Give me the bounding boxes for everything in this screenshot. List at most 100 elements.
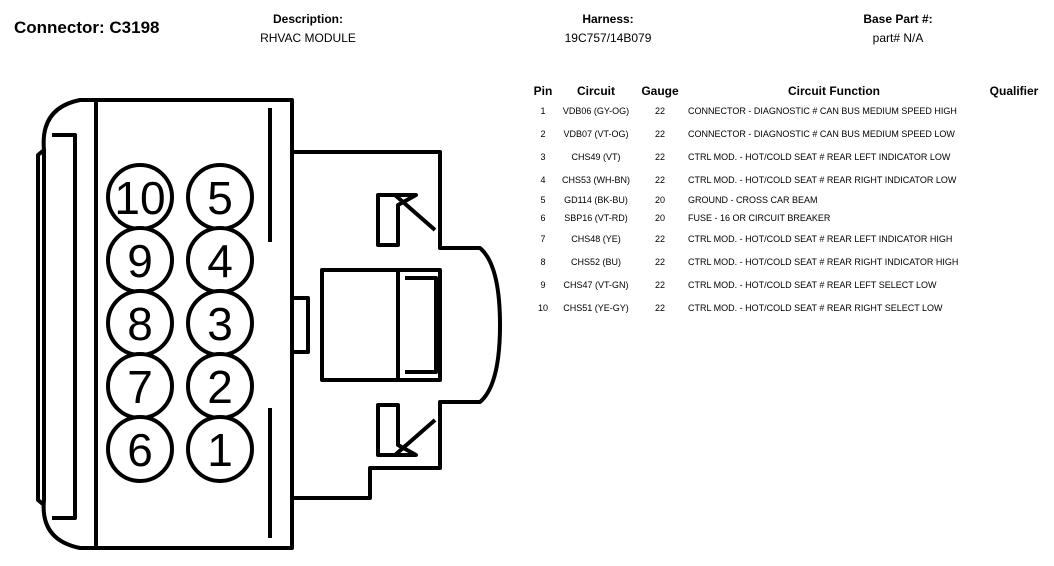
qualifier-cell (984, 296, 1044, 319)
pin-number-label: 10 (114, 172, 165, 224)
pin-cell: 8 (540, 256, 546, 267)
description-value: RHVAC MODULE (260, 31, 356, 45)
upper-latch-notch (376, 193, 418, 247)
pin-number-label: 7 (127, 361, 153, 413)
gauge-cell: 22 (654, 233, 665, 244)
table-row: 10 CHS51 (YE-GY) 22 CTRL MOD. - HOT/COLD SE… (530, 296, 1044, 319)
harness-label: Harness: (582, 12, 634, 26)
pin-cell: 1 (540, 105, 546, 116)
pin-cell: 3 (540, 151, 546, 162)
column-header-qualifier: Qualifier (989, 84, 1039, 98)
gauge-cell: 22 (654, 105, 665, 116)
tab-insert (405, 276, 438, 374)
gauge-cell: 22 (654, 302, 665, 313)
base-part-value: part# N/A (872, 31, 924, 45)
pin-number-label: 8 (127, 298, 153, 350)
lower-latch-notch (376, 403, 418, 457)
pin-number-label: 5 (207, 172, 233, 224)
pin-cell: 6 (540, 213, 546, 223)
circuit-function-cell: CTRL MOD. - HOT/COLD SEAT # REAR RIGHT I… (688, 174, 957, 185)
circuit-function-cell: FUSE - 16 OR CIRCUIT BREAKER (688, 213, 831, 223)
circuit-function-cell: CTRL MOD. - HOT/COLD SEAT # REAR LEFT IN… (688, 233, 953, 244)
pin-cavity (106, 415, 174, 483)
circuit-function-cell: CONNECTOR - DIAGNOSTIC # CAN BUS MEDIUM … (688, 105, 957, 116)
pin-number-label: 3 (207, 298, 233, 350)
connector-diagram: 10 5 9 4 8 3 7 2 6 1 (36, 98, 502, 550)
pin-cavity-group: 10 5 9 4 8 3 7 2 6 1 (106, 163, 254, 483)
pin-number-label: 4 (207, 235, 233, 287)
gauge-cell: 20 (654, 195, 665, 205)
qualifier-cell (984, 99, 1044, 122)
table-row: 1 VDB06 (GY-OG) 22 CONNECTOR - DIAGNOSTIC #… (530, 99, 1044, 122)
base-part-label: Base Part #: (863, 12, 933, 26)
connector-title: Connector: C3198 (14, 18, 160, 37)
circuit-cell: CHS53 (WH-BN) (561, 174, 630, 185)
circuit-function-cell: CTRL MOD. - HOT/COLD SEAT # REAR LEFT SE… (688, 279, 937, 290)
pin-number-label: 2 (207, 361, 233, 413)
pin-cell: 9 (540, 279, 546, 290)
table-row: 4 CHS53 (WH-BN) 22 CTRL MOD. - HOT/COLD SEA… (530, 168, 1044, 191)
connector-body (41, 98, 294, 550)
circuit-function-cell: CTRL MOD. - HOT/COLD SEAT # REAR LEFT IN… (688, 151, 951, 162)
table-row: 5 GD114 (BK-BU) 20 GROUND - CROSS CAR BEAM (530, 191, 1044, 209)
circuit-cell: SBP16 (VT-RD) (564, 213, 628, 223)
left-inner-rail (52, 133, 77, 520)
pin-cell: 10 (537, 302, 548, 313)
gauge-cell: 20 (654, 213, 665, 223)
pin-number-label: 1 (207, 424, 233, 476)
gauge-cell: 22 (654, 256, 665, 267)
circuit-function-cell: CTRL MOD. - HOT/COLD SEAT # REAR RIGHT I… (688, 256, 959, 267)
left-latch-edge (36, 148, 46, 507)
qualifier-cell (984, 209, 1044, 227)
circuit-cell: CHS52 (BU) (570, 256, 621, 267)
qualifier-cell (984, 273, 1044, 296)
connector-shoulder (292, 150, 502, 500)
qualifier-cell (984, 191, 1044, 209)
upper-latch-line (393, 193, 437, 232)
circuit-function-cell: CONNECTOR - DIAGNOSTIC # CAN BUS MEDIUM … (688, 128, 955, 139)
pin-cell: 4 (540, 174, 546, 185)
column-header-gauge: Gauge (641, 84, 679, 98)
qualifier-cell (984, 227, 1044, 250)
table-row: 9 CHS47 (VT-GN) 22 CTRL MOD. - HOT/COLD SEA… (530, 273, 1044, 296)
table-row: 8 CHS52 (BU) 22 CTRL MOD. - HOT/COLD SEAT #… (530, 250, 1044, 273)
base-part-block: Base Part #: part# N/A (818, 12, 978, 45)
pin-table: Pin Circuit Gauge Circuit Function Quali… (530, 83, 1044, 319)
connector-tab (320, 268, 442, 382)
circuit-cell: VDB06 (GY-OG) (562, 105, 630, 116)
pin-cell: 7 (540, 233, 546, 244)
pin-cavity (186, 415, 254, 483)
pin-table-header: Pin Circuit Gauge Circuit Function Quali… (530, 83, 1044, 99)
circuit-cell: VDB07 (VT-OG) (563, 128, 629, 139)
circuit-cell: CHS49 (VT) (571, 151, 621, 162)
gauge-cell: 22 (654, 151, 665, 162)
description-block: Description: RHVAC MODULE (228, 12, 388, 45)
pin-cell: 2 (540, 128, 546, 139)
pin-number-label: 6 (127, 424, 153, 476)
pin-number-label: 9 (127, 235, 153, 287)
gauge-cell: 22 (654, 279, 665, 290)
table-row: 7 CHS48 (YE) 22 CTRL MOD. - HOT/COLD SEAT #… (530, 227, 1044, 250)
harness-block: Harness: 19C757/14B079 (528, 12, 688, 45)
qualifier-cell (984, 145, 1044, 168)
table-row: 2 VDB07 (VT-OG) 22 CONNECTOR - DIAGNOSTIC #… (530, 122, 1044, 145)
table-row: 3 CHS49 (VT) 22 CTRL MOD. - HOT/COLD SEAT #… (530, 145, 1044, 168)
circuit-cell: CHS47 (VT-GN) (563, 279, 629, 290)
qualifier-cell (984, 168, 1044, 191)
tab-stub (292, 296, 310, 354)
circuit-function-cell: GROUND - CROSS CAR BEAM (688, 195, 818, 205)
table-row: 6 SBP16 (VT-RD) 20 FUSE - 16 OR CIRCUIT BRE… (530, 209, 1044, 227)
lower-latch-line (393, 418, 437, 457)
circuit-cell: CHS51 (YE-GY) (563, 302, 629, 313)
circuit-cell: GD114 (BK-BU) (564, 195, 628, 205)
qualifier-cell (984, 250, 1044, 273)
qualifier-cell (984, 122, 1044, 145)
harness-value: 19C757/14B079 (564, 31, 652, 45)
column-header-circuit-function: Circuit Function (788, 84, 880, 98)
description-label: Description: (272, 12, 343, 26)
gauge-cell: 22 (654, 128, 665, 139)
circuit-cell: CHS48 (YE) (571, 233, 621, 244)
circuit-function-cell: CTRL MOD. - HOT/COLD SEAT # REAR RIGHT S… (688, 302, 943, 313)
pin-cell: 5 (540, 195, 546, 205)
gauge-cell: 22 (654, 174, 665, 185)
